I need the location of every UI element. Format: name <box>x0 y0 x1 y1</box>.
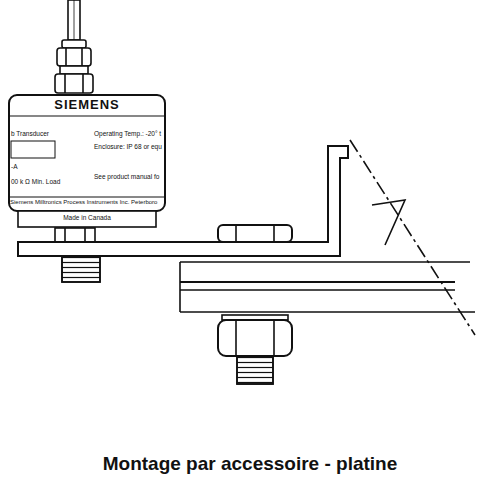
nameplate-text: See product manual fo <box>94 173 159 180</box>
bottom-nut <box>218 315 292 384</box>
support-beam <box>180 262 475 312</box>
nameplate-text: Operating Temp.: -20° t <box>94 130 161 137</box>
nameplate-text: Enclosure: IP 68 or equ <box>94 143 162 150</box>
nameplate-text: -A <box>11 163 18 170</box>
sensor-housing: SIEMENS b Transducer -A 00 k Ω Min. Load Ope… <box>8 93 166 229</box>
nameplate-text: Siemens Milltronics Process Instruments … <box>10 199 157 206</box>
nameplate-text: b Transducer <box>11 130 49 137</box>
tank-wall <box>350 140 475 335</box>
brand-name: SIEMENS <box>54 98 120 112</box>
figure-caption: Montage par accessoire - platine <box>0 453 500 475</box>
cable-gland <box>55 40 93 93</box>
nameplate-text: Made in Canada <box>63 214 111 221</box>
housing-outline <box>8 93 166 229</box>
cable <box>68 0 80 40</box>
nameplate-text: 00 k Ω Min. Load <box>11 178 60 185</box>
top-nut <box>218 225 292 242</box>
